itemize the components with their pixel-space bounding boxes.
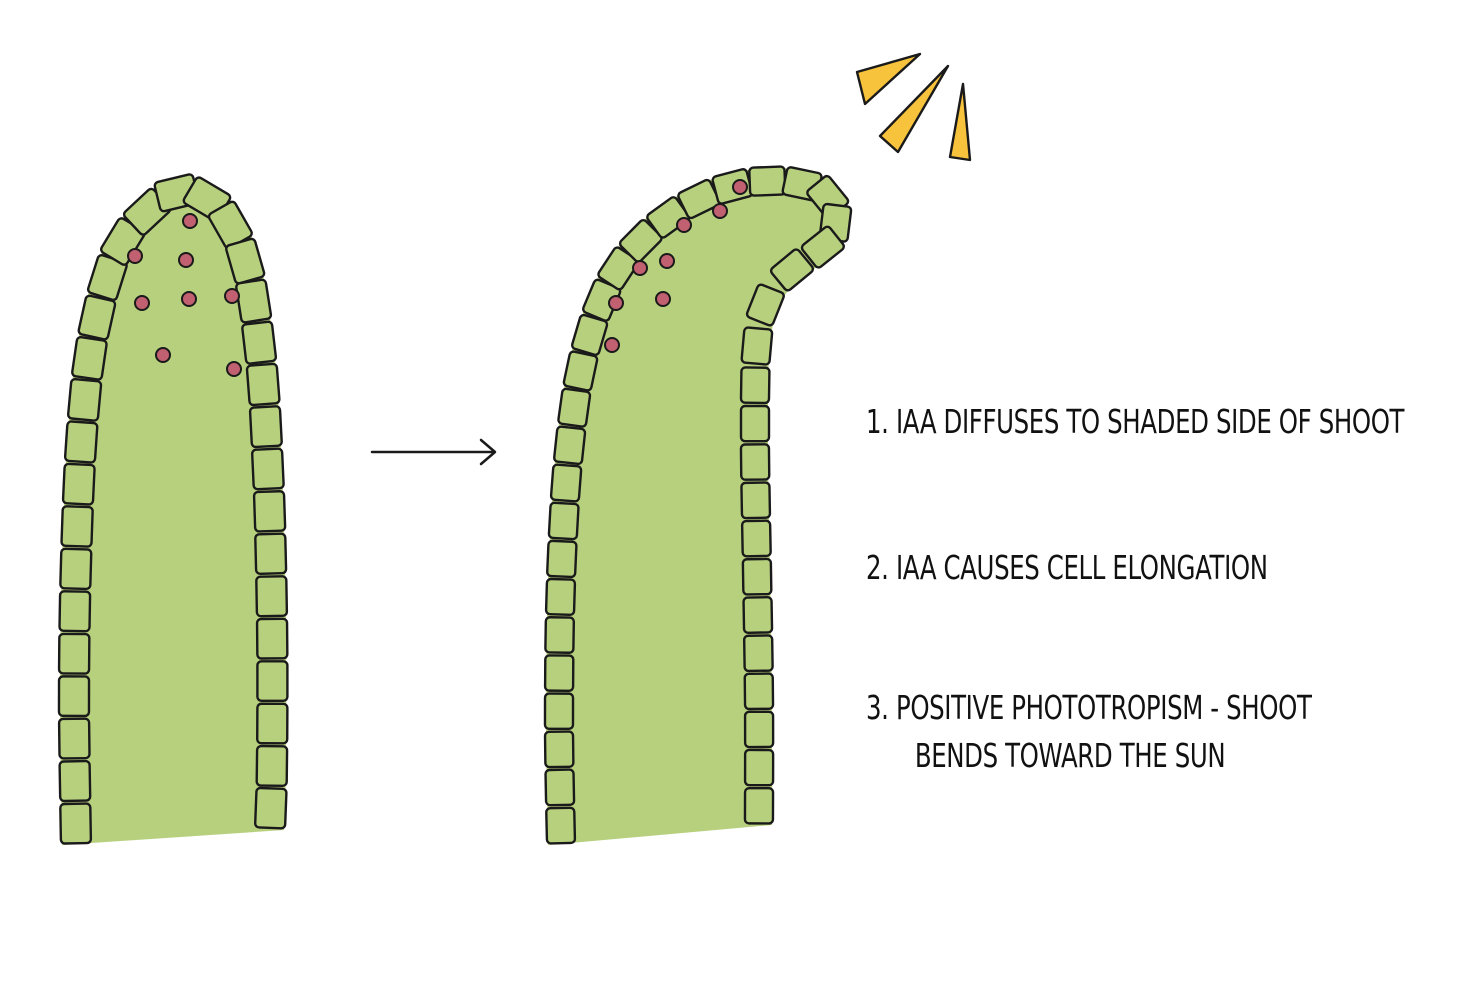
epidermis-cell	[255, 744, 289, 788]
epidermis-cell	[77, 294, 117, 341]
epidermis-cell	[256, 660, 289, 702]
step-3-continuation: BENDS TOWARD THE SUN	[914, 736, 1226, 775]
auxin-dot	[226, 361, 242, 377]
epidermis-cell	[743, 710, 775, 749]
epidermis-cell	[549, 463, 583, 503]
epidermis-cell	[740, 326, 774, 366]
auxin-dot	[655, 291, 671, 307]
step-3-text: POSITIVE PHOTOTROPISM - SHOOT	[895, 688, 1312, 727]
light-ray	[878, 64, 950, 154]
epidermis-cell	[254, 786, 288, 830]
auxin-dot	[224, 288, 240, 304]
epidermis-cell	[544, 577, 577, 616]
epidermis-cell	[225, 237, 266, 285]
step-1: 1.IAA DIFFUSES TO SHADED SIDE OF SHOOT	[866, 398, 1404, 446]
step-2: 2.IAA CAUSES CELL ELONGATION	[866, 544, 1268, 592]
epidermis-cell	[743, 672, 775, 711]
epidermis-cell	[553, 425, 587, 466]
epidermis-cell	[546, 539, 578, 579]
epidermis-cell	[800, 225, 845, 269]
epidermis-cell	[255, 617, 289, 660]
step-3-number: 3.	[866, 688, 889, 727]
epidermis-cell	[740, 519, 772, 558]
epidermis-cell	[252, 490, 287, 533]
epidermis-cell	[57, 717, 91, 760]
auxin-dot	[155, 347, 171, 363]
epidermis-cell	[769, 248, 815, 292]
epidermis-cell	[743, 748, 775, 787]
auxin-dot	[178, 252, 194, 268]
epidermis-cell	[254, 532, 288, 575]
epidermis-cell	[557, 387, 592, 428]
epidermis-cell	[255, 575, 289, 618]
auxin-dot	[676, 217, 692, 233]
epidermis-cell	[245, 362, 281, 407]
epidermis-cell	[741, 557, 773, 596]
shoot-after	[543, 165, 853, 845]
epidermis-cell	[739, 404, 771, 443]
epidermis-cell	[241, 320, 278, 365]
epidermis-cell	[250, 447, 285, 491]
epidermis-cell	[743, 786, 775, 825]
epidermis-cell	[60, 505, 94, 548]
auxin-dot	[182, 213, 198, 229]
right-arrow-icon	[370, 438, 497, 466]
epidermis-cell	[544, 616, 576, 654]
light-ray	[948, 82, 972, 162]
epidermis-cell	[570, 313, 609, 356]
auxin-dot	[608, 295, 624, 311]
epidermis-cell	[739, 443, 771, 481]
sun-rays-icon	[855, 52, 972, 162]
epidermis-cell	[256, 702, 289, 745]
epidermis-cell	[57, 675, 91, 718]
auxin-dot	[732, 179, 748, 195]
auxin-dot	[181, 291, 197, 307]
step-2-number: 2.	[866, 548, 889, 587]
epidermis-cell	[547, 501, 580, 541]
epidermis-cell	[562, 350, 599, 392]
epidermis-cell	[543, 730, 575, 769]
epidermis-cell	[71, 335, 108, 381]
epidermis-cell	[742, 596, 774, 634]
epidermis-cell	[543, 692, 575, 731]
epidermis-cell	[742, 634, 774, 673]
epidermis-cell	[745, 283, 785, 327]
epidermis-cell	[59, 802, 93, 845]
epidermis-cell	[543, 654, 575, 692]
auxin-dot	[632, 260, 648, 276]
step-2-text: IAA CAUSES CELL ELONGATION	[895, 548, 1268, 587]
epidermis-cell	[740, 481, 772, 520]
epidermis-cell	[739, 366, 771, 405]
step-1-text: IAA DIFFUSES TO SHADED SIDE OF SHOOT	[895, 402, 1405, 441]
auxin-dot	[712, 203, 728, 219]
epidermis-cell	[59, 547, 93, 591]
light-ray	[855, 52, 922, 106]
epidermis-cell	[248, 405, 283, 449]
epidermis-cell	[58, 759, 92, 803]
step-1-number: 1.	[866, 402, 889, 441]
epidermis-cell	[57, 632, 91, 675]
epidermis-cell	[748, 165, 787, 197]
epidermis-cell	[544, 768, 576, 807]
epidermis-cell	[63, 420, 99, 464]
auxin-dot	[134, 295, 150, 311]
epidermis-cell	[61, 462, 96, 506]
auxin-dot	[659, 253, 675, 269]
auxin-dot	[127, 248, 143, 264]
shoot-before	[57, 173, 289, 845]
epidermis-cell	[545, 806, 577, 845]
epidermis-cell	[66, 377, 103, 422]
auxin-dot	[604, 337, 620, 353]
epidermis-cell	[235, 278, 273, 324]
step-3: 3.POSITIVE PHOTOTROPISM - SHOOT BENDS TO…	[866, 684, 1312, 780]
epidermis-cell	[58, 590, 92, 633]
